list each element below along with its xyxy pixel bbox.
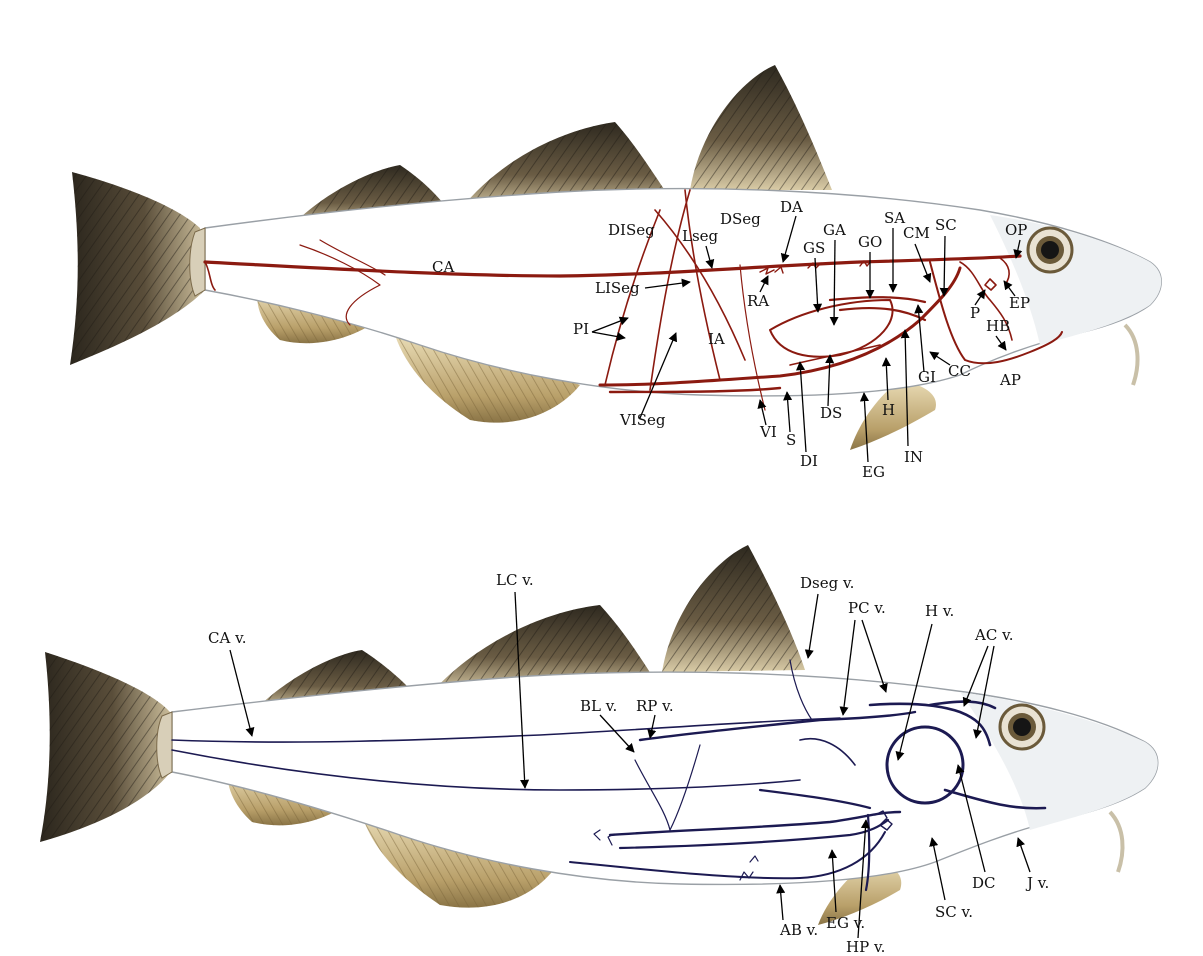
label-GA: GA	[823, 221, 846, 239]
label-HP-v: HP v.	[846, 938, 885, 956]
label-PC-v: PC v.	[848, 599, 886, 617]
label-PI: PI	[573, 320, 589, 338]
label-Dseg-v: Dseg v.	[800, 574, 854, 592]
label-BL-v: BL v.	[580, 697, 617, 715]
caudal-fin-bottom	[40, 652, 172, 842]
barbel-top	[1125, 325, 1138, 385]
label-AP: AP	[999, 371, 1021, 389]
label-CC: CC	[948, 362, 971, 380]
label-GS: GS	[803, 239, 825, 257]
label-S: S	[786, 431, 796, 449]
label-RA: RA	[747, 292, 769, 310]
label-LISeg: LISeg	[595, 279, 640, 297]
label-DISeg: DISeg	[608, 221, 655, 239]
label-IN: IN	[904, 448, 923, 466]
label-CA-v: CA v.	[208, 629, 247, 647]
label-OP: OP	[1005, 221, 1027, 239]
label-DC: DC	[972, 874, 996, 892]
label-DSeg: DSeg	[720, 210, 761, 228]
label-DI: DI	[800, 452, 818, 470]
label-Lseg: Lseg	[682, 227, 719, 245]
label-IA: IA	[708, 330, 725, 348]
label-CA: CA	[432, 258, 454, 276]
eye-top	[1028, 228, 1072, 272]
label-EG: EG	[862, 463, 885, 481]
barbel-bottom	[1110, 812, 1123, 872]
label-J-v: J v.	[1025, 874, 1049, 892]
label-AB-v: AB v.	[779, 921, 818, 939]
label-AC-v: AC v.	[974, 626, 1014, 644]
label-RP-v: RP v.	[636, 697, 674, 715]
label-DA: DA	[780, 198, 803, 216]
label-GO: GO	[858, 233, 882, 251]
label-H: H	[882, 401, 895, 419]
label-SC-v: SC v.	[935, 903, 973, 921]
arterial-fish: CA DISeg Lseg DSeg DA GA GS GO SA CM SC …	[70, 65, 1161, 481]
label-EP: EP	[1009, 294, 1030, 312]
caudal-fin-top	[70, 172, 205, 365]
dorsal-fin-3-top	[690, 65, 832, 190]
label-H-v: H v.	[925, 602, 954, 620]
label-LC-v: LC v.	[496, 571, 534, 589]
label-P: P	[970, 304, 980, 322]
label-HB: HB	[986, 317, 1010, 335]
label-GI: GI	[918, 368, 936, 386]
venous-fish: LC v. Dseg v. PC v. H v. AC v. CA v. BL …	[40, 545, 1158, 956]
eye-bottom	[1000, 705, 1044, 749]
label-SC: SC	[935, 216, 957, 234]
label-CM: CM	[903, 224, 930, 242]
label-VI: VI	[759, 423, 777, 441]
dorsal-fin-3-bottom	[662, 545, 805, 672]
label-DS: DS	[820, 404, 842, 422]
